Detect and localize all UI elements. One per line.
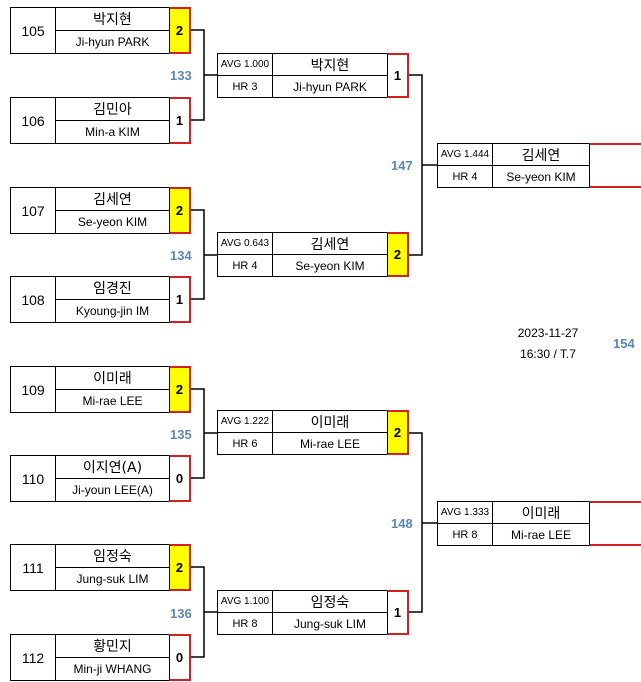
korean-name: 김세연 <box>493 144 589 166</box>
seed-number: 110 <box>11 456 56 501</box>
r1-player-108: 108 임경진 Kyoung-jin IM 1 <box>10 276 191 323</box>
score <box>589 501 641 546</box>
average: AVG 1.100 <box>218 591 272 613</box>
r1-player-109: 109 이미래 Mi-rae LEE 2 <box>10 366 191 413</box>
average: AVG 1.333 <box>438 502 492 524</box>
english-name: Ji-hyun PARK <box>75 35 150 49</box>
match-number-135: 135 <box>170 427 192 442</box>
r3-match-148: AVG 1.333 HR 8 이미래 Mi-rae LEE <box>437 501 641 546</box>
match-number-148: 148 <box>391 516 413 531</box>
r1-player-111: 111 임정숙 Jung-suk LIM 2 <box>10 544 191 591</box>
english-name: Se-yeon KIM <box>506 169 576 184</box>
english-name: Mi-rae LEE <box>510 527 572 542</box>
korean-name: 이미래 <box>273 411 387 433</box>
high-run: HR 3 <box>232 80 258 93</box>
match-number-154: 154 <box>613 336 635 351</box>
high-run: HR 4 <box>452 170 478 183</box>
r3-match-147: AVG 1.444 HR 4 김세연 Se-yeon KIM <box>437 143 641 188</box>
korean-name: 임경진 <box>56 277 169 300</box>
korean-name: 김세연 <box>56 188 169 211</box>
r1-player-107: 107 김세연 Se-yeon KIM 2 <box>10 187 191 234</box>
score: 0 <box>169 634 191 681</box>
match-number-133: 133 <box>170 68 192 83</box>
seed-number: 112 <box>11 635 56 680</box>
score: 2 <box>387 232 409 277</box>
english-name: Kyoung-jin IM <box>75 304 150 318</box>
match-time-table: 16:30 / T.7 <box>520 347 576 361</box>
score: 2 <box>169 187 191 234</box>
score: 1 <box>169 97 191 144</box>
seed-number: 105 <box>11 8 56 53</box>
english-name: Min-a KIM <box>85 125 140 139</box>
match-number-134: 134 <box>170 248 192 263</box>
seed-number: 111 <box>11 545 56 590</box>
seed-number: 107 <box>11 188 56 233</box>
r2-match-135: AVG 1.222 HR 6 이미래 Mi-rae LEE 2 <box>217 410 409 455</box>
seed-number: 108 <box>11 277 56 322</box>
korean-name: 임정숙 <box>273 591 387 613</box>
r2-match-134: AVG 0.643 HR 4 김세연 Se-yeon KIM 2 <box>217 232 409 277</box>
score: 2 <box>387 410 409 455</box>
r1-player-106: 106 김민아 Min-a KIM 1 <box>10 97 191 144</box>
korean-name: 이미래 <box>56 367 169 390</box>
score: 1 <box>387 53 409 98</box>
korean-name: 김민아 <box>56 98 169 121</box>
average: AVG 1.444 <box>438 144 492 166</box>
english-name: Ji-hyun PARK <box>293 79 367 94</box>
high-run: HR 4 <box>232 259 258 272</box>
high-run: HR 6 <box>232 437 258 450</box>
english-name: Se-yeon KIM <box>77 215 148 229</box>
high-run: HR 8 <box>232 617 258 630</box>
match-date: 2023-11-27 <box>517 326 579 340</box>
english-name: Ji-youn LEE(A) <box>72 483 153 497</box>
english-name: Se-yeon KIM <box>295 258 365 273</box>
korean-name: 박지현 <box>273 54 387 76</box>
average: AVG 1.222 <box>218 411 272 433</box>
english-name: Jung-suk LIM <box>293 616 367 631</box>
r1-player-110: 110 이지연(A) Ji-youn LEE(A) 0 <box>10 455 191 502</box>
score <box>589 143 641 188</box>
english-name: Min-ji WHANG <box>73 662 152 676</box>
average: AVG 1.000 <box>218 54 272 76</box>
korean-name: 임정숙 <box>56 545 169 568</box>
score: 2 <box>169 366 191 413</box>
seed-number: 109 <box>11 367 56 412</box>
average: AVG 0.643 <box>218 233 272 255</box>
score: 0 <box>169 455 191 502</box>
high-run: HR 8 <box>452 528 478 541</box>
r1-player-105: 105 박지현 Ji-hyun PARK 2 <box>10 7 191 54</box>
seed-number: 106 <box>11 98 56 143</box>
english-name: Mi-rae LEE <box>82 394 143 408</box>
score: 1 <box>169 276 191 323</box>
score: 2 <box>169 544 191 591</box>
korean-name: 박지현 <box>56 8 169 31</box>
english-name: Mi-rae LEE <box>299 436 361 451</box>
korean-name: 이미래 <box>493 502 589 524</box>
r2-match-133: AVG 1.000 HR 3 박지현 Ji-hyun PARK 1 <box>217 53 409 98</box>
match-number-147: 147 <box>391 158 413 173</box>
r1-player-112: 112 황민지 Min-ji WHANG 0 <box>10 634 191 681</box>
score: 2 <box>169 7 191 54</box>
match-number-136: 136 <box>170 606 192 621</box>
korean-name: 김세연 <box>273 233 387 255</box>
r2-match-136: AVG 1.100 HR 8 임정숙 Jung-suk LIM 1 <box>217 590 409 635</box>
english-name: Jung-suk LIM <box>76 572 149 586</box>
score: 1 <box>387 590 409 635</box>
korean-name: 이지연(A) <box>56 456 169 479</box>
korean-name: 황민지 <box>56 635 169 658</box>
